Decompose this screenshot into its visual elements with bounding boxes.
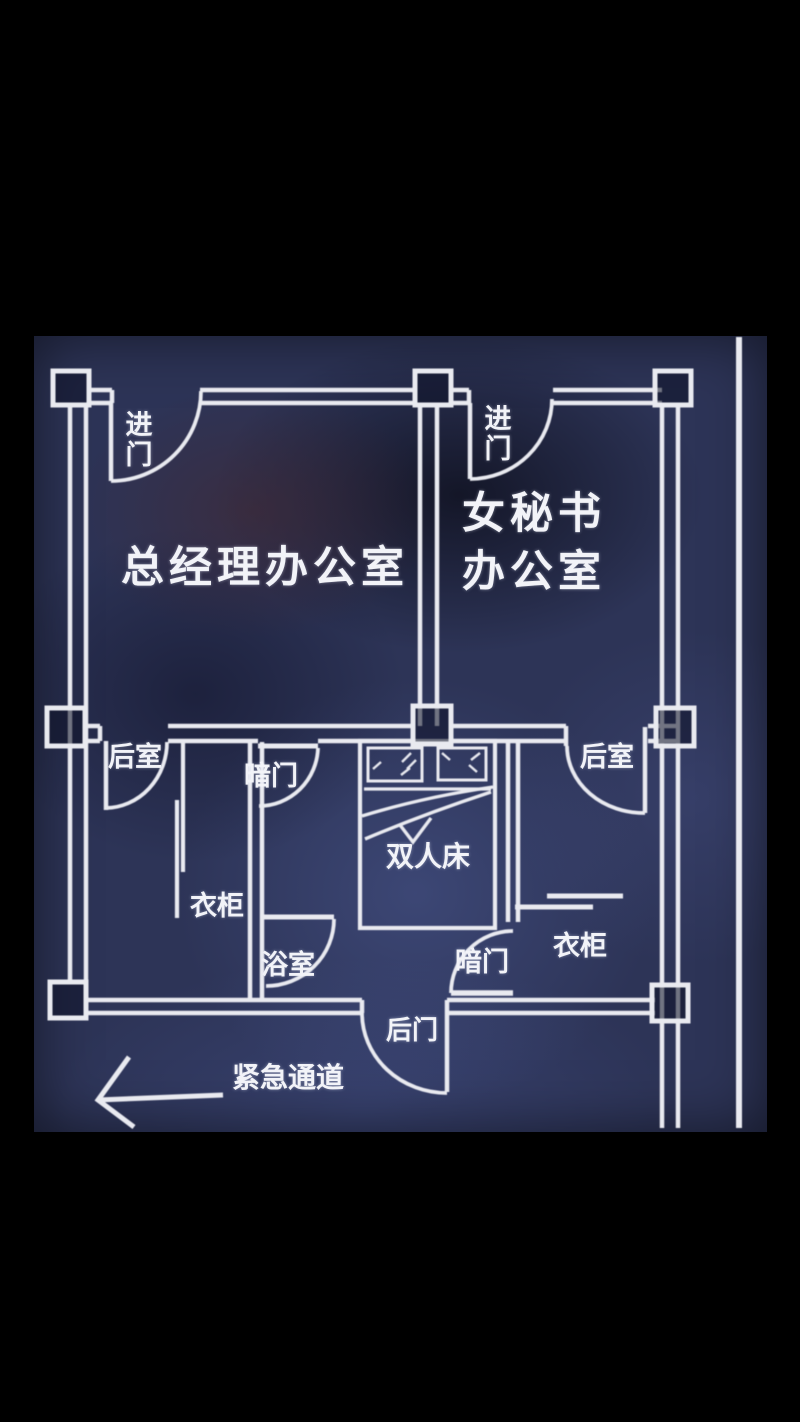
room-label-back-room-right: 后室 [580,742,634,772]
entrance-door-right [467,398,554,481]
door-label-hidden-door-left: 暗门 [244,761,298,791]
door-label-hidden-door-right: 暗门 [455,947,509,977]
furniture-label-wardrobe-right: 衣柜 [553,931,607,961]
wardrobe-left-symbol [174,742,186,918]
wardrobe-right-symbol [515,893,623,910]
office-divider-wall [417,405,440,726]
room-label-gm-office: 总经理办公室 [121,544,409,592]
door-label-back-door: 后门 [385,1015,438,1045]
room-label-secretary-office-line2: 办公室 [462,548,606,596]
wall-posts [44,368,697,1024]
bottom-wall [86,997,655,1016]
entrance-door-left [108,390,203,483]
emergency-passage-label: 紧急通道 [231,1062,344,1093]
double-bed-symbol [357,738,498,931]
room-label-secretary-office-line1: 女秘书 [462,490,606,538]
hidden-door-right [449,929,514,996]
entrance-label-left: 进门 [125,410,153,471]
room-label-bathroom: 浴室 [261,950,315,980]
bathroom-wall [247,742,265,1000]
entrance-label-right: 进门 [484,404,512,465]
bedroom-right-wall [505,741,521,922]
furniture-label-wardrobe-left: 衣柜 [190,891,244,921]
top-wall [89,387,662,406]
left-wall [67,405,89,982]
blanket-folds [361,785,494,845]
bathroom-door [264,914,336,988]
pillow-creases [372,752,481,776]
back-room-right-door [565,727,648,815]
furniture-label-double-bed: 双人床 [385,841,470,872]
room-label-back-room-left: 后室 [108,742,162,772]
left-arrow-icon [94,1055,224,1129]
hidden-door-left [258,743,320,808]
back-room-left-door [103,741,169,810]
back-door [360,1012,450,1095]
